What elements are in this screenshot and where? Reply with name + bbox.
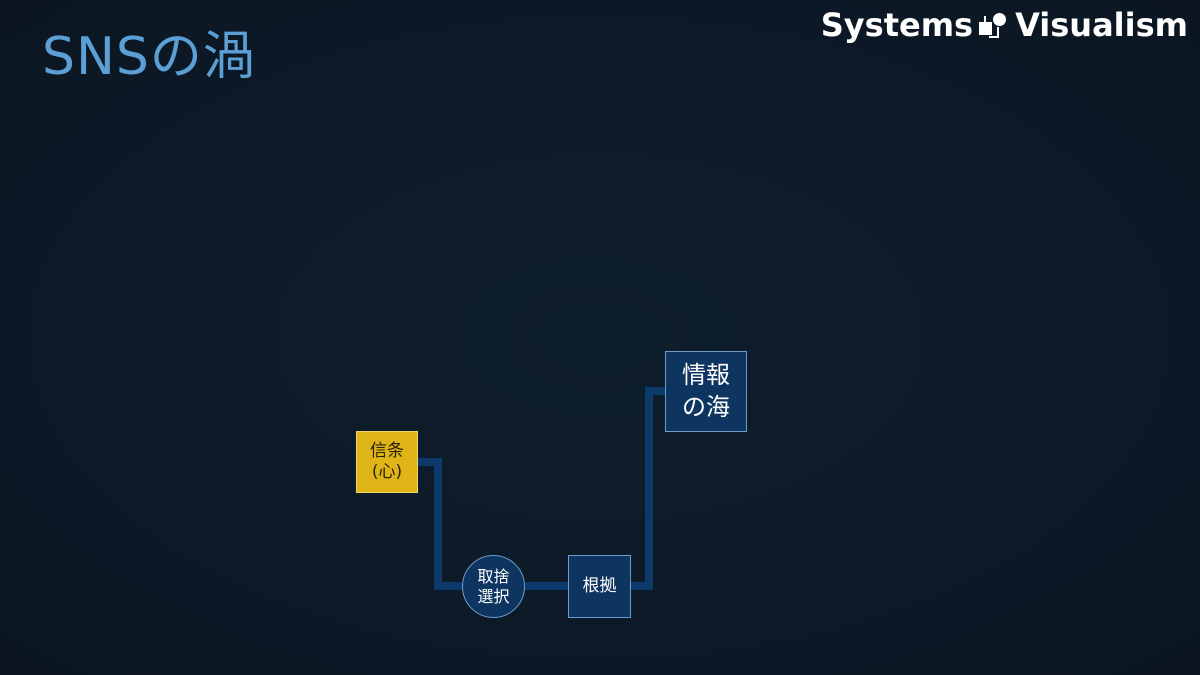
logo-text-left: Systems [820,6,974,44]
brand-logo: Systems Visualism [821,6,1188,44]
page-title: SNSの渦 [42,27,256,87]
connector-belief-to-choice [418,458,462,590]
node-sea-of-information: 情報 の海 [665,351,747,432]
node-belief: 信条 (心) [356,431,418,493]
node-choice: 取捨 選択 [462,555,525,618]
connector-basis-to-sea [631,387,665,590]
node-basis: 根拠 [568,555,631,618]
systems-visualism-logo-icon [979,10,1009,40]
logo-text-right: Visualism [1015,6,1188,44]
